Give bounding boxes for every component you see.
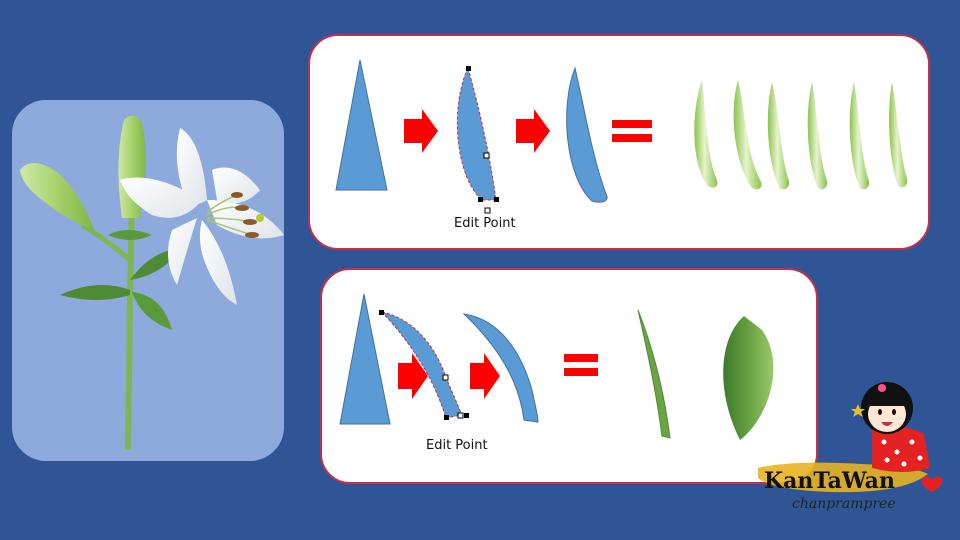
equals-icon	[612, 120, 652, 142]
girl-dress	[872, 426, 930, 472]
lily-illustration-panel	[12, 100, 284, 461]
equals-icon	[564, 354, 598, 376]
arrow-right-icon	[516, 109, 550, 153]
star-icon	[851, 404, 865, 417]
edited-shape	[380, 311, 463, 419]
petal-3	[207, 200, 284, 239]
green-leaf	[723, 316, 774, 440]
petal-1	[176, 128, 207, 204]
leaf-4	[108, 230, 152, 240]
edited-shape	[456, 66, 497, 201]
edit-point-label-top: Edit Point	[454, 216, 516, 231]
kantawan-logo: KanTaWan chanprampree	[752, 372, 952, 522]
petal-5	[168, 218, 197, 285]
triangle-shape	[339, 293, 391, 425]
petal-steps-drawing	[335, 59, 908, 214]
cartoon-girl-logo: KanTaWan chanprampree	[758, 382, 943, 512]
petal-4	[199, 220, 237, 305]
petal-steps-box: Edit Point	[308, 34, 930, 250]
arrow-right-icon	[404, 109, 438, 153]
green-petal	[694, 80, 718, 188]
green-petal	[889, 82, 908, 188]
hair-bow	[878, 384, 886, 392]
leaf-2	[132, 292, 172, 330]
edit-point-handle	[379, 310, 384, 315]
leaf-steps-drawing	[339, 293, 774, 440]
edit-point-handle	[484, 207, 491, 214]
edit-point-handle	[457, 412, 464, 419]
blue-petal-shape	[566, 66, 608, 203]
edit-point-handle	[464, 413, 469, 418]
edit-point-label-bottom: Edit Point	[426, 438, 488, 453]
green-petal	[849, 82, 870, 190]
petal-6	[212, 167, 260, 204]
green-petal	[733, 80, 762, 190]
edit-point-handle	[494, 197, 499, 202]
bud-left	[20, 162, 94, 230]
triangle-shape	[335, 59, 388, 191]
edit-point-handle	[483, 152, 490, 159]
heart-icon	[921, 476, 943, 492]
petal-2	[120, 177, 202, 218]
edit-point-handle	[478, 197, 483, 202]
blue-leaf-shape	[462, 313, 539, 423]
brand-sub: chanprampree	[792, 496, 896, 512]
green-stem-leaf	[637, 309, 671, 439]
branch-stem	[80, 222, 132, 262]
lily-illustration	[20, 115, 284, 451]
stem	[125, 189, 135, 451]
edit-point-handle	[444, 415, 449, 420]
edit-point-handle	[442, 374, 449, 381]
green-petal	[807, 82, 828, 190]
green-petal	[767, 82, 790, 190]
leaf-1	[60, 285, 130, 300]
arrow-right-icon	[470, 353, 500, 399]
brand-name: KanTaWan	[764, 468, 895, 494]
leaf-steps-box: Edit Point	[320, 268, 818, 484]
arrow-right-icon	[398, 353, 428, 399]
edit-point-handle	[466, 66, 471, 71]
